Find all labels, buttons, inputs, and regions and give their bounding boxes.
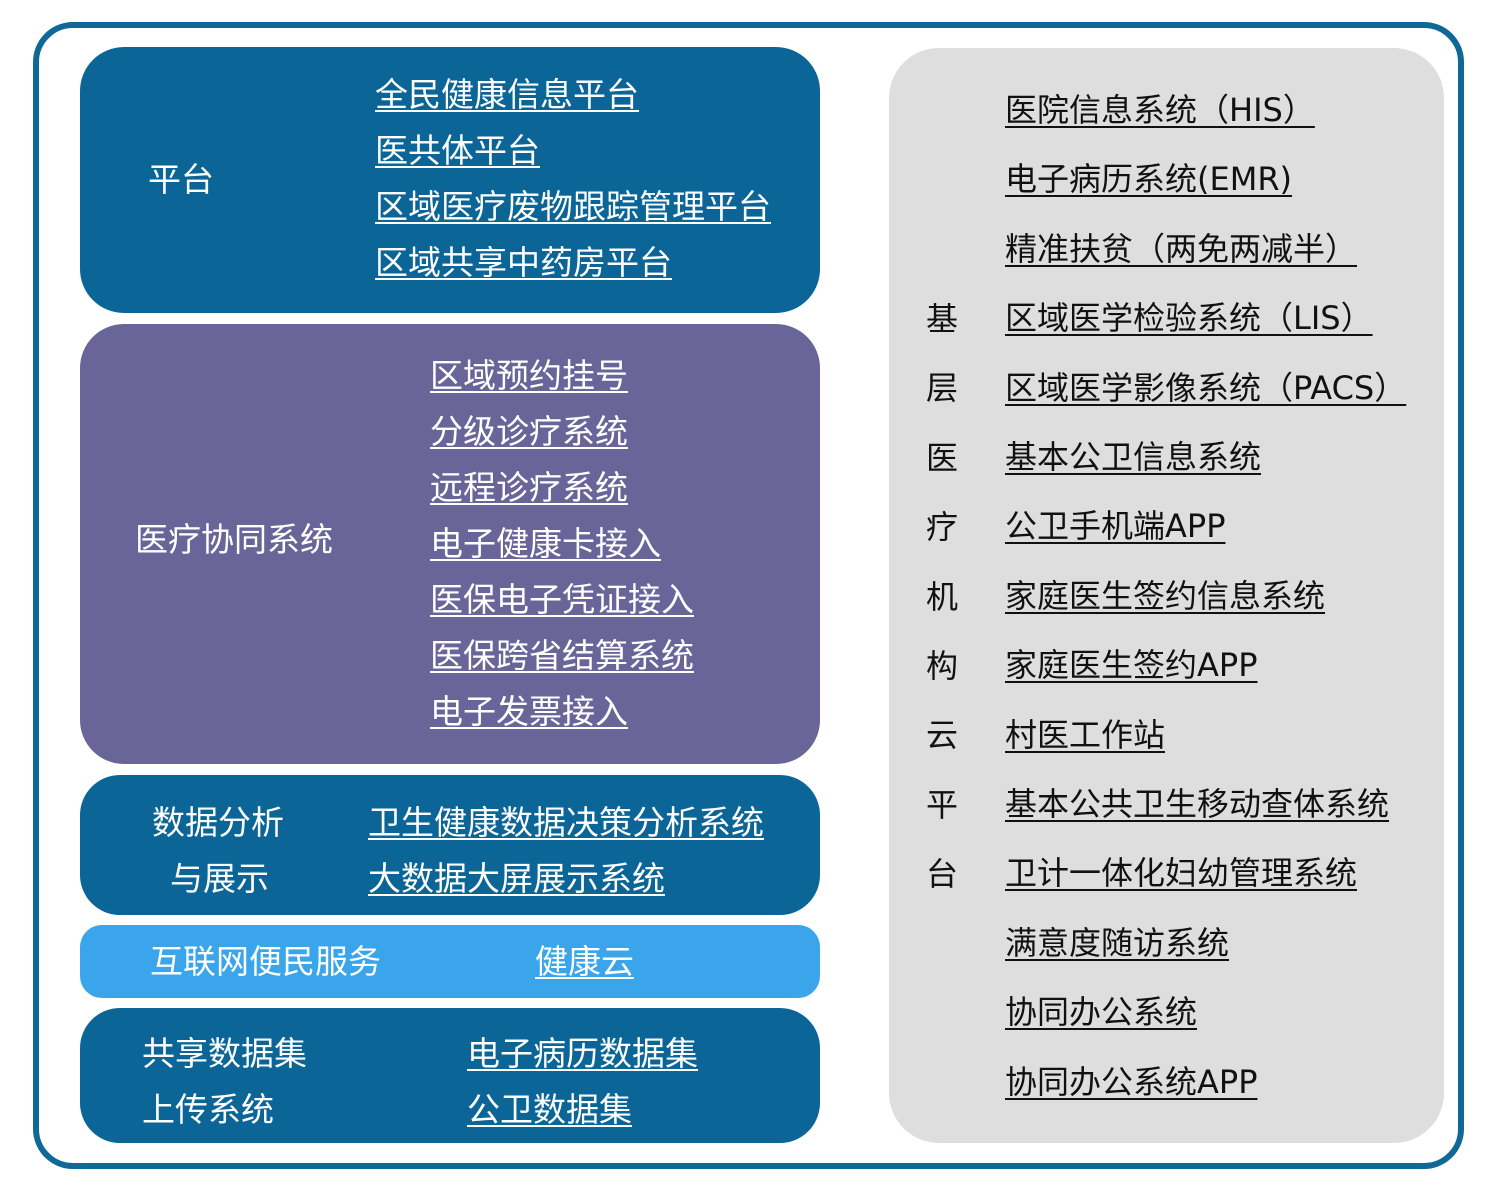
link-health-cloud[interactable]: 健康云: [535, 942, 634, 981]
data-analysis-label-1: 数据分析: [152, 803, 284, 842]
link-satisfaction-followup[interactable]: 满意度随访系统: [1005, 923, 1230, 962]
link-office-app[interactable]: 协同办公系统APP: [1005, 1062, 1258, 1101]
cloud-platform-panel: [889, 48, 1444, 1143]
collab-label: 医疗协同系统: [135, 520, 333, 559]
link-national-health-platform[interactable]: 全民健康信息平台: [375, 75, 639, 114]
data-analysis-block: 数据分析 与展示 卫生健康数据决策分析系统 大数据大屏展示系统: [80, 775, 820, 915]
link-big-screen[interactable]: 大数据大屏展示系统: [368, 859, 665, 898]
link-family-doctor-app[interactable]: 家庭医生签约APP: [1005, 646, 1258, 685]
shared-links: 电子病历数据集 公卫数据集: [467, 1026, 698, 1138]
link-public-health-app[interactable]: 公卫手机端APP: [1005, 507, 1226, 546]
link-mobile-checkup[interactable]: 基本公共卫生移动查体系统: [1005, 785, 1390, 824]
shared-label-1: 共享数据集: [142, 1034, 307, 1073]
internet-label: 互联网便民服务: [150, 942, 381, 981]
link-cross-province-settlement[interactable]: 医保跨省结算系统: [430, 636, 694, 675]
internet-block: 互联网便民服务 健康云: [80, 925, 820, 998]
cloud-title-char: 云: [925, 716, 958, 755]
data-analysis-links: 卫生健康数据决策分析系统 大数据大屏展示系统: [368, 795, 764, 907]
link-decision-analysis[interactable]: 卫生健康数据决策分析系统: [368, 803, 764, 842]
link-poverty-relief[interactable]: 精准扶贫（两免两减半）: [1005, 229, 1358, 268]
cloud-title-char: 构: [925, 647, 958, 686]
link-lis[interactable]: 区域医学检验系统（LIS）: [1005, 299, 1373, 338]
shared-label-2: 上传系统: [142, 1090, 274, 1129]
link-emr[interactable]: 电子病历系统(EMR): [1005, 160, 1293, 199]
data-analysis-label-2: 与展示: [170, 859, 269, 898]
cloud-title-char: 医: [925, 438, 958, 477]
cloud-title-char: 机: [925, 577, 958, 616]
platform-links: 全民健康信息平台 医共体平台 区域医疗废物跟踪管理平台 区域共享中药房平台: [375, 67, 771, 291]
link-public-health-dataset[interactable]: 公卫数据集: [467, 1090, 632, 1129]
link-medical-community-platform[interactable]: 医共体平台: [375, 131, 540, 170]
cloud-platform-title: 基 层 医 疗 机 构 云 平 台: [922, 285, 962, 910]
link-maternal-child[interactable]: 卫计一体化妇幼管理系统: [1005, 854, 1358, 893]
internet-links: 健康云: [535, 934, 634, 990]
cloud-title-char: 平: [925, 785, 958, 824]
shared-block: 共享数据集 上传系统 电子病历数据集 公卫数据集: [80, 1008, 820, 1143]
cloud-title-char: 层: [925, 369, 958, 408]
cloud-title-char: 台: [925, 855, 958, 894]
link-medical-waste-platform[interactable]: 区域医疗废物跟踪管理平台: [375, 187, 771, 226]
collab-block: 医疗协同系统 区域预约挂号 分级诊疗系统 远程诊疗系统 电子健康卡接入 医保电子…: [80, 324, 820, 764]
link-remote-diagnosis[interactable]: 远程诊疗系统: [430, 468, 628, 507]
link-office-system[interactable]: 协同办公系统: [1005, 993, 1198, 1032]
link-village-doctor-station[interactable]: 村医工作站: [1005, 715, 1166, 754]
collab-links: 区域预约挂号 分级诊疗系统 远程诊疗系统 电子健康卡接入 医保电子凭证接入 医保…: [430, 348, 694, 740]
platform-block: 平台 全民健康信息平台 医共体平台 区域医疗废物跟踪管理平台 区域共享中药房平台: [80, 47, 820, 313]
link-health-card[interactable]: 电子健康卡接入: [430, 524, 661, 563]
cloud-title-char: 疗: [925, 508, 958, 547]
platform-label: 平台: [148, 160, 214, 199]
link-family-doctor-info[interactable]: 家庭医生签约信息系统: [1005, 576, 1326, 615]
link-emr-dataset[interactable]: 电子病历数据集: [467, 1034, 698, 1073]
link-electronic-invoice[interactable]: 电子发票接入: [430, 692, 628, 731]
cloud-platform-links: 医院信息系统（HIS） 电子病历系统(EMR) 精准扶贫（两免两减半） 区域医学…: [1005, 76, 1406, 1117]
link-shared-pharmacy-platform[interactable]: 区域共享中药房平台: [375, 243, 672, 282]
link-appointment[interactable]: 区域预约挂号: [430, 356, 628, 395]
link-public-health-info[interactable]: 基本公卫信息系统: [1005, 438, 1262, 477]
cloud-title-char: 基: [925, 300, 958, 338]
link-his[interactable]: 医院信息系统（HIS）: [1005, 91, 1315, 129]
link-insurance-voucher[interactable]: 医保电子凭证接入: [430, 580, 694, 619]
link-tiered-diagnosis[interactable]: 分级诊疗系统: [430, 412, 628, 451]
link-pacs[interactable]: 区域医学影像系统（PACS）: [1005, 368, 1407, 407]
